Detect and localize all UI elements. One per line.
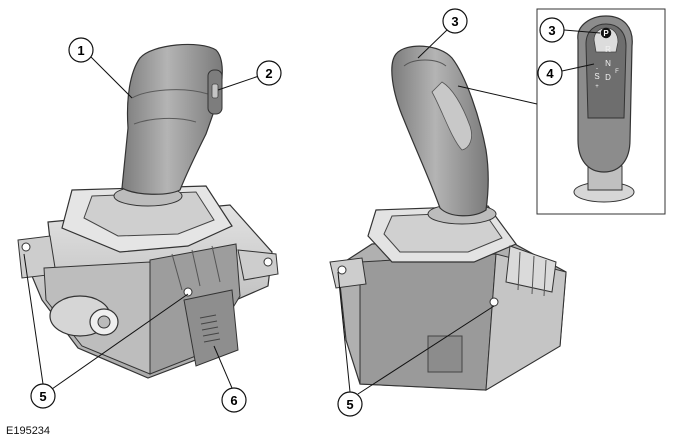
right-selector-lever <box>391 45 497 225</box>
gear-r-label: R <box>605 45 611 54</box>
left-selector-lever <box>113 43 223 207</box>
gear-s-label: S <box>594 72 599 81</box>
control-module-pins <box>199 314 221 343</box>
gear-n-label: N <box>605 59 611 68</box>
callout-2-label: 2 <box>265 66 272 81</box>
callout-3-main-label: 3 <box>451 14 458 29</box>
inset-panel <box>536 8 666 215</box>
callout-3-inset: 3 <box>539 17 565 43</box>
callout-2: 2 <box>256 60 282 86</box>
callout-5-left-label: 5 <box>39 389 46 404</box>
callout-5-left: 5 <box>30 383 56 409</box>
gear-d-label: D <box>605 73 611 82</box>
gear-f-label: F <box>615 69 619 75</box>
callout-1: 1 <box>68 37 94 63</box>
callout-6-label: 6 <box>230 393 237 408</box>
callout-5-right: 5 <box>337 391 363 417</box>
park-button-shape <box>600 27 612 39</box>
callout-1-label: 1 <box>77 43 84 58</box>
callout-3-inset-label: 3 <box>548 23 555 38</box>
callout-5-right-label: 5 <box>346 397 353 412</box>
gear-p-label: P <box>603 29 609 38</box>
right-housing <box>329 205 567 391</box>
left-housing <box>17 185 279 379</box>
callout-6: 6 <box>221 387 247 413</box>
callout-4: 4 <box>537 60 563 86</box>
figure-reference: E195234 <box>6 425 51 437</box>
inset-lever <box>573 15 635 203</box>
leader-lines <box>23 29 601 395</box>
callout-3-main: 3 <box>442 8 468 34</box>
inset-selector-letters: P R N D S F + - <box>594 29 619 90</box>
right-shifter-assembly <box>329 45 567 391</box>
shift-minus-label: - <box>596 66 598 72</box>
left-shifter-assembly <box>17 43 279 379</box>
callout-4-label: 4 <box>546 66 554 81</box>
shift-plus-label: + <box>595 84 599 90</box>
